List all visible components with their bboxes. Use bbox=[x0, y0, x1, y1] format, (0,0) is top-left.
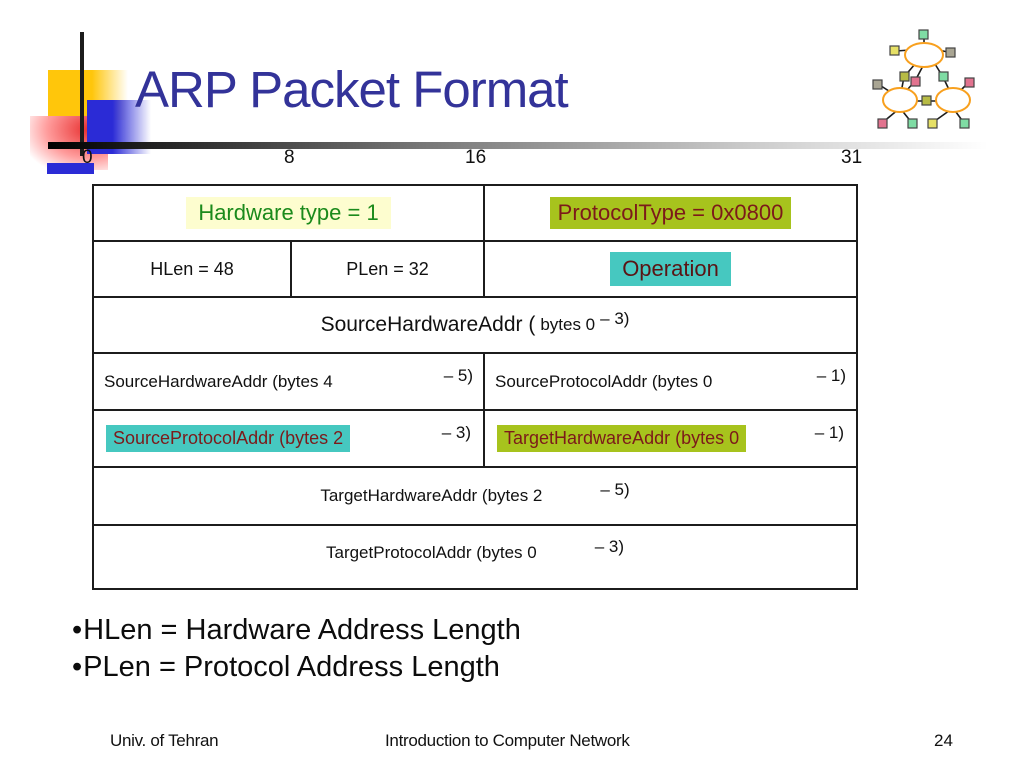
table-row-7: TargetProtocolAddr (bytes 0 – 3) bbox=[94, 524, 856, 580]
target-proto-addr-main: TargetProtocolAddr (bytes 0 bbox=[325, 543, 537, 562]
source-hw-addr2-sup: – 5) bbox=[443, 365, 473, 385]
cell-target-proto-addr-0-3: TargetProtocolAddr (bytes 0 – 3) bbox=[94, 526, 856, 580]
cell-source-hw-addr-4-5: SourceHardwareAddr (bytes 4 – 5) bbox=[94, 354, 483, 409]
bullet-plen: • PLen = Protocol Address Length bbox=[72, 649, 521, 686]
hlen-value: HLen = 48 bbox=[150, 258, 234, 279]
bullet-notes: • HLen = Hardware Address Length • PLen … bbox=[72, 612, 521, 686]
deco-vertical-line bbox=[80, 32, 84, 156]
plen-value: PLen = 32 bbox=[346, 258, 429, 279]
target-hw-addr-sup: – 1) bbox=[814, 422, 844, 442]
footer-institution: Univ. of Tehran bbox=[110, 731, 219, 750]
cell-source-hw-addr-0-3: SourceHardwareAddr ( bytes 0 – 3) bbox=[94, 298, 856, 352]
bullet-hlen: • HLen = Hardware Address Length bbox=[72, 612, 521, 649]
target-hw-addr-highlight: TargetHardwareAddr (bytes 0 bbox=[497, 425, 747, 452]
bullet-dot: • bbox=[72, 614, 83, 646]
hardware-type-value: Hardware type = 1 bbox=[186, 197, 391, 229]
cell-operation: Operation bbox=[483, 242, 856, 296]
table-row-2: HLen = 48 PLen = 32 Operation bbox=[94, 240, 856, 296]
deco-blue-bar bbox=[47, 163, 94, 174]
source-proto-addr-sup: – 1) bbox=[816, 365, 846, 385]
target-proto-addr-sup: – 3) bbox=[594, 537, 624, 556]
ruler-label-31: 31 bbox=[841, 147, 863, 168]
source-hw-addr-sup: – 3) bbox=[600, 309, 630, 328]
source-proto-addr2-sup: – 3) bbox=[441, 422, 471, 442]
table-row-4: SourceHardwareAddr (bytes 4 – 5) SourceP… bbox=[94, 352, 856, 409]
table-row-1: Hardware type = 1 ProtocolType = 0x0800 bbox=[94, 186, 856, 240]
page-title: ARP Packet Format bbox=[135, 61, 569, 118]
footer-course-title: Introduction to Computer Network bbox=[385, 731, 630, 750]
source-proto-addr2-highlight: SourceProtocolAddr (bytes 2 bbox=[106, 425, 351, 452]
cell-plen: PLen = 32 bbox=[290, 242, 483, 296]
arp-packet-table: Hardware type = 1 ProtocolType = 0x0800 … bbox=[92, 184, 858, 590]
title-underline-gradient bbox=[48, 142, 988, 149]
bullet-hlen-text: HLen = Hardware Address Length bbox=[83, 614, 521, 646]
source-hw-addr-sub: bytes 0 bbox=[540, 315, 596, 334]
source-hw-addr-main: SourceHardwareAddr ( bbox=[320, 313, 536, 336]
cell-hlen: HLen = 48 bbox=[94, 242, 290, 296]
cell-source-proto-addr-0-1: SourceProtocolAddr (bytes 0 – 1) bbox=[483, 354, 856, 409]
ruler-label-16: 16 bbox=[465, 147, 487, 168]
target-hw-addr2-main: TargetHardwareAddr (bytes 2 bbox=[320, 486, 543, 505]
ruler-label-8: 8 bbox=[284, 147, 295, 168]
network-clouds-icon bbox=[872, 29, 975, 129]
protocol-type-value: ProtocolType = 0x0800 bbox=[549, 197, 792, 229]
ruler-label-0: 0 bbox=[82, 147, 93, 168]
cell-target-hw-addr-2-5: TargetHardwareAddr (bytes 2 – 5) bbox=[94, 468, 856, 524]
cell-protocol-type: ProtocolType = 0x0800 bbox=[483, 186, 856, 240]
cell-source-proto-addr-2-3: SourceProtocolAddr (bytes 2 – 3) bbox=[94, 411, 483, 466]
bullet-plen-text: PLen = Protocol Address Length bbox=[83, 651, 500, 683]
table-row-5: SourceProtocolAddr (bytes 2 – 3) TargetH… bbox=[94, 409, 856, 466]
source-proto-addr-main: SourceProtocolAddr (bytes 0 bbox=[495, 371, 713, 391]
bullet-dot: • bbox=[72, 651, 83, 683]
table-row-3: SourceHardwareAddr ( bytes 0 – 3) bbox=[94, 296, 856, 352]
cell-hardware-type: Hardware type = 1 bbox=[94, 186, 483, 240]
source-hw-addr2-main: SourceHardwareAddr (bytes 4 bbox=[104, 371, 333, 391]
footer-page-number: 24 bbox=[934, 731, 953, 750]
cell-target-hw-addr-0-1: TargetHardwareAddr (bytes 0 – 1) bbox=[483, 411, 856, 466]
operation-value: Operation bbox=[610, 252, 731, 286]
table-row-6: TargetHardwareAddr (bytes 2 – 5) bbox=[94, 466, 856, 524]
target-hw-addr2-sup: – 5) bbox=[600, 480, 630, 499]
